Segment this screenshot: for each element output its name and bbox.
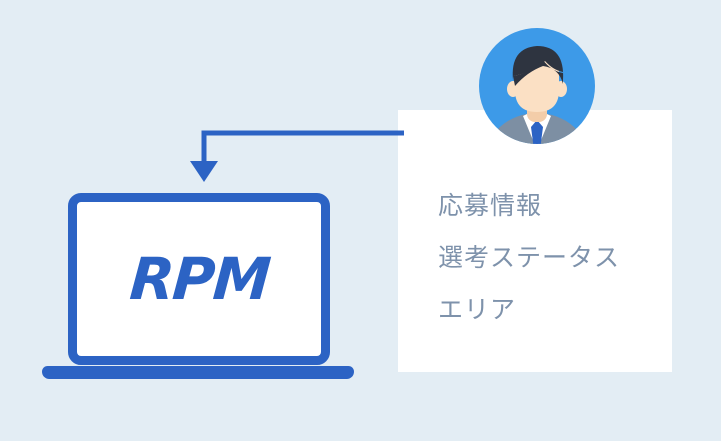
info-item-application-data: 応募情報 (438, 191, 543, 220)
laptop-base (42, 366, 354, 379)
screen-content: RPM (77, 202, 321, 356)
rpm-logo: RPM (127, 245, 271, 313)
laptop-illustration: RPM (40, 190, 356, 382)
info-item-selection-status: 選考ステータス (438, 243, 621, 272)
info-item-area: エリア (438, 295, 517, 324)
applicant-avatar (479, 28, 595, 144)
info-item-list: 応募情報 選考ステータス エリア (438, 180, 670, 336)
flow-arrow (185, 125, 405, 185)
laptop-screen: RPM (68, 193, 330, 365)
arrow-icon (190, 130, 404, 182)
info-card: 応募情報 選考ステータス エリア (398, 110, 672, 372)
person-icon (479, 28, 595, 144)
